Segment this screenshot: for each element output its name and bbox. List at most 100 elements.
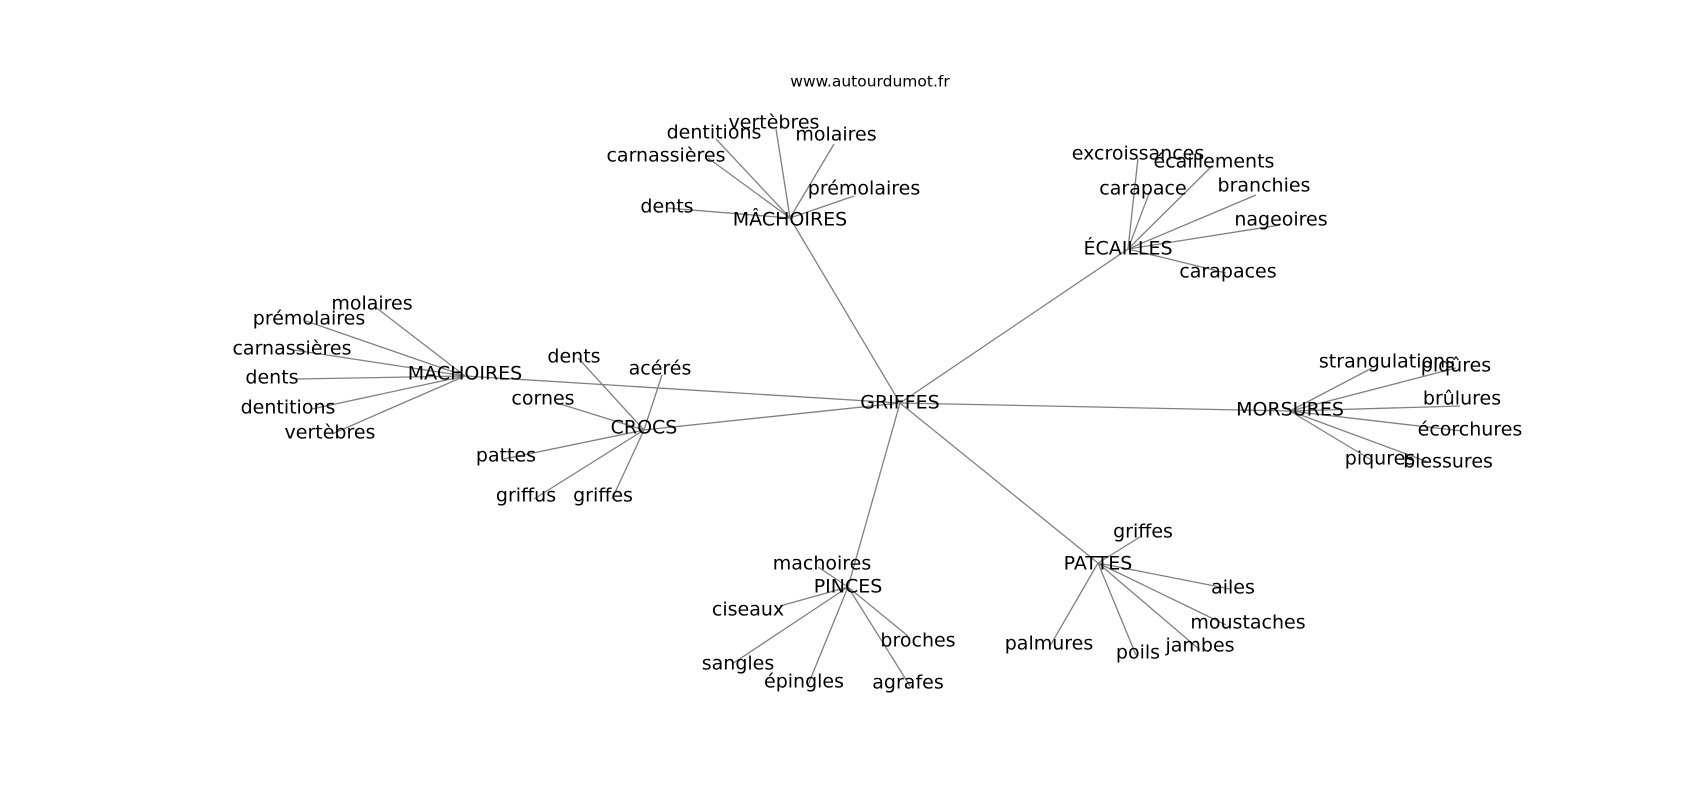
center-node-label: GRIFFES [860,392,939,414]
leaf-word-label: vertèbres [285,422,376,444]
leaf-word-label: agrafes [872,672,943,694]
leaf-word-label: piqures [1345,448,1415,470]
leaf-word-label: poils [1116,642,1160,664]
leaf-word-label: ailes [1211,577,1255,599]
edge-group-1-word-1 [1127,165,1213,250]
edge-group-1-word-5 [1127,248,1227,274]
edge-group-3-word-3 [503,429,645,460]
leaf-word-label: dentitions [667,122,762,144]
edge-group-2-word-4 [311,375,466,410]
leaf-word-label: ciseaux [712,599,784,621]
edge-group-0-word-5 [789,195,855,219]
leaf-word-label: moustaches [1190,612,1305,634]
leaf-word-label: blessures [1403,451,1493,473]
edge-center-group-0 [789,217,901,404]
leaf-word-label: griffes [573,485,633,507]
edge-center-group-4 [899,402,1291,412]
leaf-word-label: sangles [702,653,775,675]
group-node-label: CROCS [611,417,678,439]
leaf-word-label: vertèbres [729,112,820,134]
edge-group-4-word-5 [1289,410,1429,463]
leaf-word-label: prémolaires [808,178,920,200]
edge-group-5-word-2 [731,586,849,665]
edge-center-group-3 [643,402,901,431]
edge-group-3-word-0 [577,357,645,431]
edge-group-6-word-5 [1049,562,1099,647]
edge-center-group-2 [464,375,901,404]
leaf-word-label: strangulations [1319,351,1455,373]
group-node-label: MACHOIRES [408,363,522,385]
edge-group-0-word-1 [707,157,791,219]
edge-center-group-1 [899,248,1129,404]
leaf-word-label: broches [880,630,955,652]
leaf-word-label: écorchures [1418,419,1523,441]
graph-labels: dentscarnassièresdentitionsvertèbresmola… [232,112,1522,694]
edge-group-1-word-2 [1127,190,1151,250]
edge-group-4-word-1 [1289,367,1457,412]
edge-group-5-word-3 [807,586,849,686]
leaf-word-label: prémolaires [253,308,365,330]
edge-group-3-word-1 [643,374,663,431]
group-node-label: PATTES [1064,553,1133,575]
edge-group-4-word-2 [1289,405,1461,412]
edge-group-2-word-0 [373,305,466,377]
edge-group-4-word-3 [1289,410,1463,432]
edge-group-1-word-4 [1127,224,1281,250]
group-node-label: MÂCHOIRES [733,208,847,231]
leaf-word-label: excroissances [1072,143,1205,165]
leaf-word-label: piqûres [1421,355,1491,377]
edge-group-3-word-5 [611,429,645,500]
edge-group-2-word-3 [295,375,466,380]
leaf-word-label: carnassières [232,338,351,360]
leaf-word-label: cornes [511,388,574,410]
edge-group-5-word-1 [779,586,849,607]
graph-edges [293,128,1463,687]
edge-group-4-word-4 [1289,410,1374,462]
leaf-word-label: molaires [795,124,876,146]
edge-group-5-word-0 [817,566,849,588]
edge-group-5-word-5 [847,586,909,637]
leaf-word-label: molaires [331,293,412,315]
edge-group-0-word-3 [775,128,791,219]
source-url: www.autourdumot.fr [790,73,950,91]
edge-group-0-word-4 [789,143,835,219]
leaf-word-label: griffus [496,485,556,507]
edge-group-6-word-3 [1097,562,1201,651]
edge-group-6-word-0 [1097,536,1141,564]
edge-group-3-word-2 [556,402,645,431]
group-node-label: ÉCAILLES [1083,237,1172,260]
leaf-word-label: dents [640,196,693,218]
leaf-word-label: dents [245,367,298,389]
leaf-word-label: carapaces [1179,261,1276,283]
edge-group-3-word-4 [533,429,645,500]
leaf-word-label: carapace [1099,178,1186,200]
leaf-word-label: carnassières [606,145,725,167]
group-node-label: MORSURES [1236,399,1344,421]
edge-group-1-word-3 [1127,194,1257,250]
leaf-word-label: jambes [1164,635,1234,657]
edge-center-group-6 [899,402,1099,564]
edge-group-0-word-0 [666,207,791,219]
edge-group-6-word-1 [1097,562,1231,590]
leaf-word-label: dentitions [241,397,336,419]
leaf-word-label: brûlures [1423,388,1501,410]
edge-group-6-word-4 [1097,562,1137,656]
leaf-word-label: branchies [1218,175,1311,197]
leaf-word-label: acérés [629,358,692,380]
edge-group-2-word-2 [293,349,466,377]
edge-group-6-word-2 [1097,562,1227,626]
edge-group-1-word-0 [1127,157,1139,250]
edge-group-5-word-4 [847,586,911,687]
edge-center-group-5 [847,402,901,588]
leaf-word-label: nageoires [1234,209,1327,231]
edge-group-0-word-2 [715,138,791,219]
edge-group-4-word-0 [1289,367,1373,412]
edge-group-2-word-1 [305,320,466,377]
leaf-word-label: épingles [764,671,844,693]
leaf-word-label: dents [547,346,600,368]
edge-group-2-word-5 [331,375,466,435]
leaf-word-label: pattes [476,445,536,467]
leaf-word-label: écaillements [1154,151,1275,173]
group-node-label: PINCES [814,576,883,598]
